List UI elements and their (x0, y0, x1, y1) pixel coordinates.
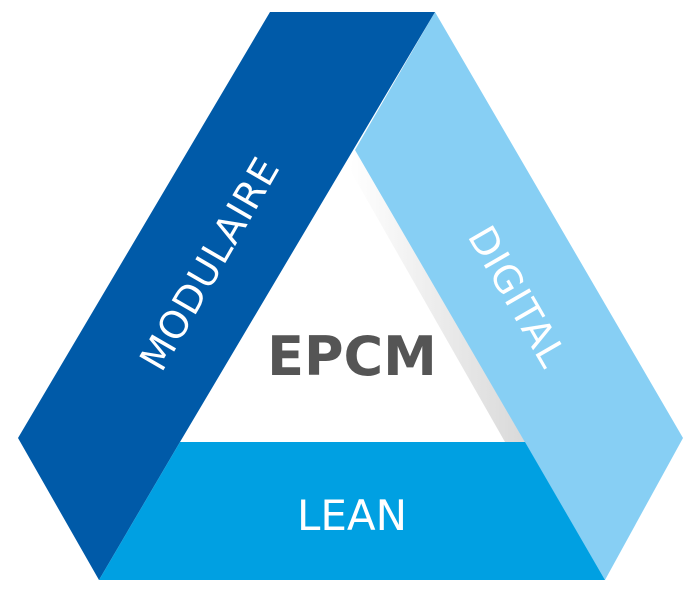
band-lean (99, 442, 605, 580)
band-digital (355, 12, 683, 580)
label-lean: LEAN (297, 491, 407, 540)
band-modulaire (18, 12, 435, 580)
inner-shadow (350, 150, 525, 442)
center-label: EPCM (267, 325, 437, 388)
